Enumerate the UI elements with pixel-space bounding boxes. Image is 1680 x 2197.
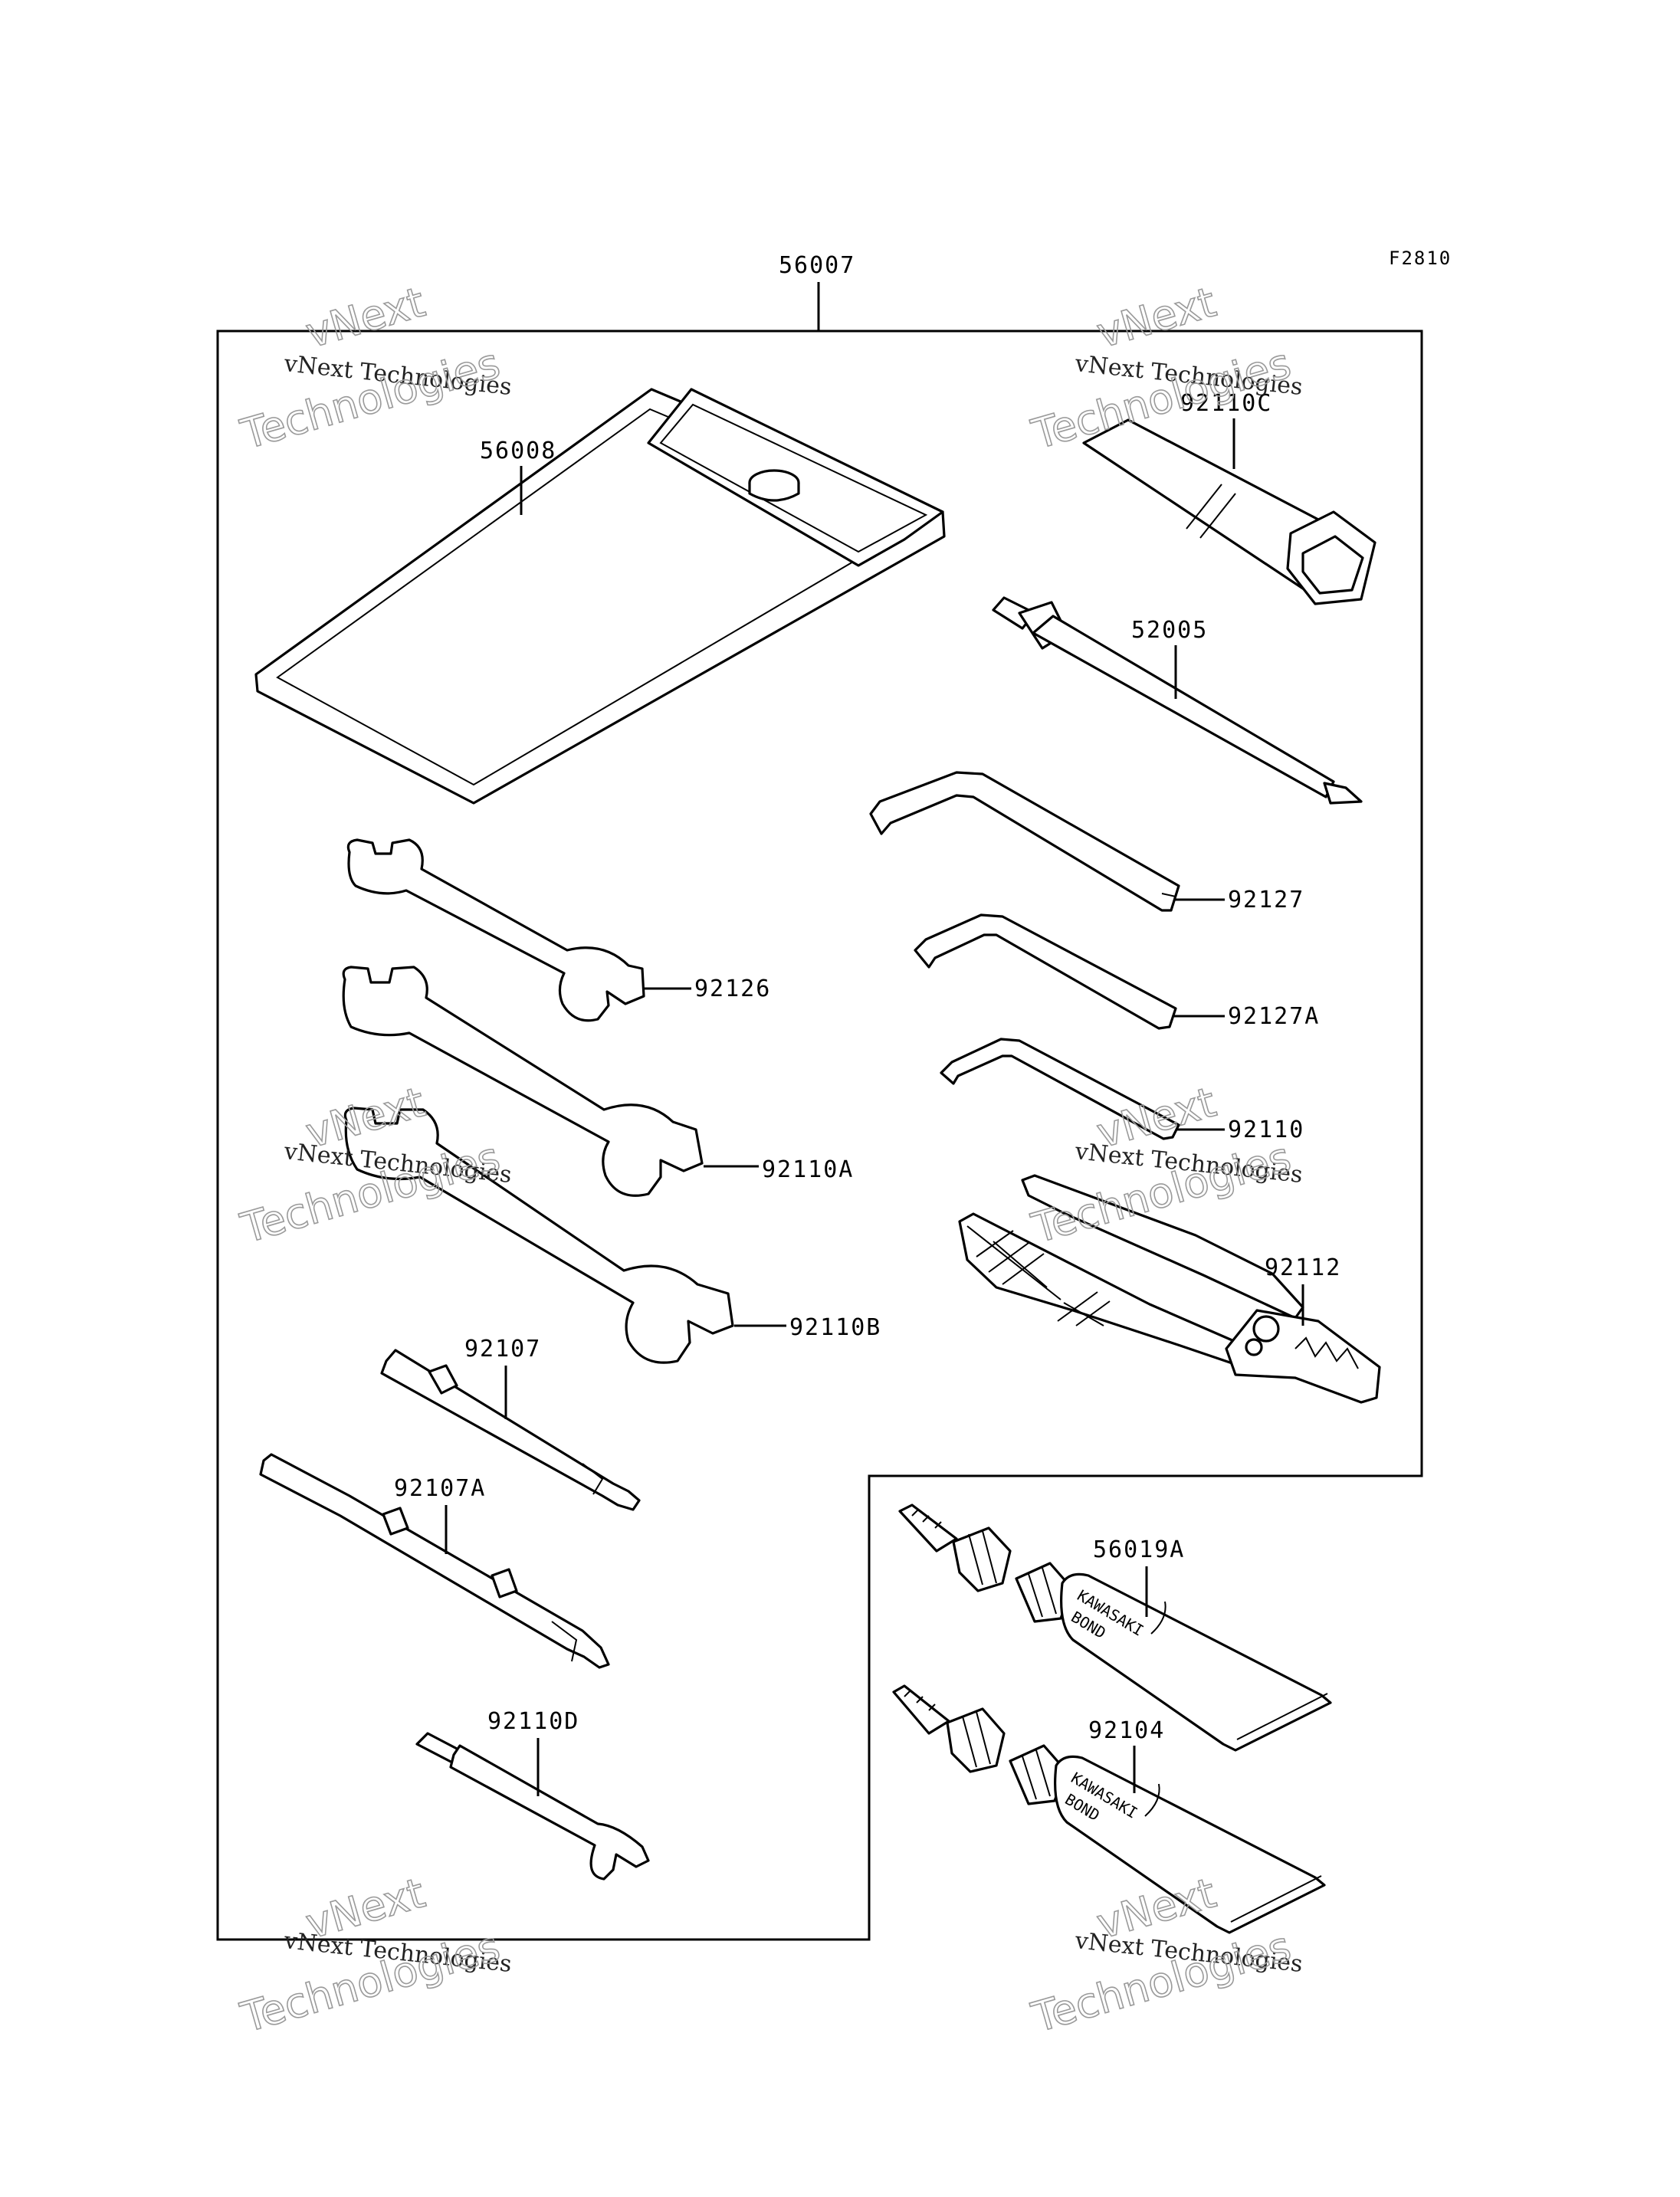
label-wrench-large: 92110B (789, 1314, 881, 1341)
label-screwdriver-handle: 92107 (464, 1336, 541, 1362)
watermark-top-right: vNext vNext Technologies Technologies (1025, 277, 1304, 460)
spoke-wrench (415, 1732, 650, 1881)
hex-wrench-medium (914, 913, 1177, 1030)
label-wrench-medium: 92110A (762, 1156, 854, 1183)
set-frame (216, 330, 1423, 1941)
tool-pouch (254, 388, 946, 805)
label-wrench-small: 92126 (694, 976, 771, 1002)
label-pouch: 56008 (480, 438, 556, 464)
diagram-code: F2810 (1389, 248, 1452, 269)
label-hex-large: 92127 (1228, 887, 1304, 913)
label-bond-tube-b: 92104 (1088, 1717, 1165, 1744)
label-screwdriver: 92107A (394, 1475, 486, 1502)
hex-wrench-small (940, 1038, 1180, 1140)
screwdriver (259, 1453, 610, 1669)
hex-wrench-large (869, 771, 1180, 912)
label-valve-tool: 52005 (1131, 617, 1208, 644)
wrench-large (343, 1107, 734, 1364)
svg-text:Technologies: Technologies (235, 339, 505, 458)
label-spoke-wrench: 92110D (487, 1708, 579, 1735)
svg-text:vNext: vNext (300, 277, 430, 357)
bond-tube-a (898, 1503, 1332, 1752)
wrench-small (346, 838, 645, 1022)
bond-tube-b (892, 1684, 1326, 1934)
watermark-bottom-left: vNext vNext Technologies Technologies (235, 1868, 513, 2043)
label-set: 56007 (779, 252, 855, 279)
watermark-mid-left: vNext vNext Technologies Technologies (235, 1077, 513, 1254)
plug-wrench (1082, 418, 1376, 605)
screwdriver-handle (380, 1349, 641, 1511)
label-plug-wrench: 92110C (1180, 390, 1272, 417)
svg-text:vNext: vNext (1091, 277, 1221, 357)
valve-core-tool (992, 596, 1363, 805)
label-hex-small: 92110 (1228, 1117, 1304, 1143)
wrench-medium (342, 966, 704, 1197)
watermark-top-left: vNext vNext Technologies Technologies (235, 277, 513, 460)
label-bond-tube-a: 56019A (1093, 1536, 1185, 1563)
label-pliers: 92112 (1265, 1254, 1341, 1281)
label-hex-medium: 92127A (1228, 1003, 1320, 1030)
pliers (958, 1174, 1381, 1404)
